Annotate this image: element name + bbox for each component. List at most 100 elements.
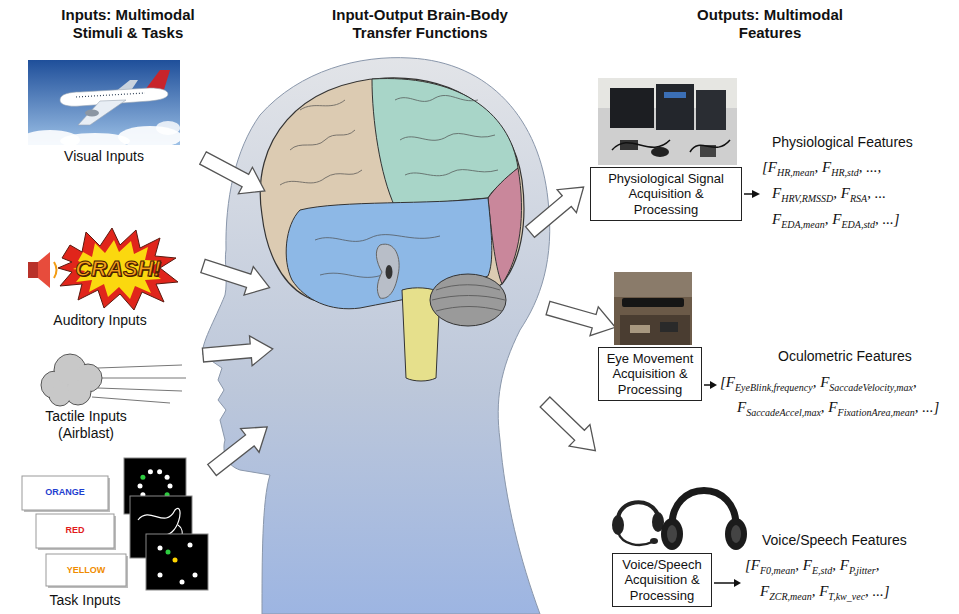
cloud-puff <box>66 380 90 404</box>
photo-wall <box>614 272 692 297</box>
feature-subscript: P,jitter <box>849 565 876 576</box>
feature-vector-line: [FEyeBlink,frequency, FSaccadeVelocity,m… <box>720 372 917 398</box>
feature-symbol: , ...] <box>875 211 900 227</box>
airplane-image <box>20 60 182 150</box>
feature-symbol: , F <box>821 399 838 415</box>
feature-vector-line: FZCR,mean, FT,kw_vec, ...] <box>760 581 890 607</box>
input-caption: Tactile Inputs (Airblast) <box>31 408 141 442</box>
feature-symbol: [F <box>745 557 760 573</box>
column-heading: Outputs: Multimodal Features <box>670 6 870 42</box>
feature-vector-line: [FHR,mean, FHR,std, ..., <box>762 157 881 183</box>
bench <box>598 78 737 165</box>
fold <box>436 307 502 312</box>
gyrus <box>320 273 385 277</box>
dot <box>165 475 170 480</box>
dot <box>138 484 143 489</box>
object <box>630 325 650 333</box>
headband <box>672 491 736 529</box>
feature-vector-line: FEDA,mean, FEDA,std, ...] <box>772 209 900 235</box>
input-caption: Visual Inputs <box>44 148 164 165</box>
output-arrow <box>544 294 620 342</box>
feature-arrow <box>714 582 735 584</box>
feature-symbol: , ... <box>867 185 886 201</box>
feature-subscript: SaccadeAccel,max <box>746 407 821 418</box>
ear <box>376 244 399 298</box>
feature-symbol: , ...] <box>865 583 890 599</box>
desk <box>620 315 690 345</box>
feature-subscript: T,kw_vec <box>828 591 865 602</box>
headband <box>618 502 658 520</box>
object <box>660 322 678 332</box>
dot <box>166 550 171 555</box>
dot <box>168 484 173 489</box>
ear-canal <box>386 265 393 279</box>
column-heading: Input-Output Brain-Body Transfer Functio… <box>315 6 525 42</box>
speaker <box>38 252 50 288</box>
stroop-card <box>36 514 114 548</box>
gyrus <box>400 133 495 140</box>
gyrus <box>395 95 478 101</box>
cable <box>690 140 730 152</box>
feature-subscript: EDA,std <box>841 219 875 230</box>
gyrus <box>405 170 498 176</box>
stroop-word: YELLOW <box>47 565 125 576</box>
feature-subscript: EDA,mean <box>781 219 825 230</box>
box-label: Voice/Speech Acquisition & Processing <box>617 557 707 603</box>
air-line <box>92 397 170 403</box>
device <box>656 84 694 130</box>
cerebellum <box>430 274 506 326</box>
feature-symbol: , F <box>832 557 849 573</box>
device <box>610 88 654 128</box>
wing <box>78 100 126 125</box>
feature-symbol: , F <box>795 557 812 573</box>
feature-subscript: RSA <box>850 193 867 204</box>
feature-subscript: EyeBlink,frequency <box>735 382 813 393</box>
feature-vector-line: [FF0,mean, FE,std, FP,jitter, <box>745 555 879 581</box>
device-label <box>664 92 686 98</box>
air-line <box>98 365 182 368</box>
dot <box>157 469 162 474</box>
feature-title: Physiological Features <box>772 134 913 151</box>
gyrus <box>300 100 345 110</box>
head-illustration <box>203 58 550 614</box>
input-arrow <box>202 334 274 370</box>
ear-cup-detail <box>667 525 677 543</box>
feature-symbol: , F <box>815 159 832 175</box>
device <box>696 90 726 130</box>
fold <box>436 285 500 290</box>
feature-subscript: E,std <box>812 565 832 576</box>
mic-boom <box>618 532 652 545</box>
input-arrow <box>198 252 274 302</box>
feature-subscript: HR,std <box>831 167 859 178</box>
cable <box>612 140 670 150</box>
sound-word: CRASH! <box>68 256 168 282</box>
dot <box>158 546 163 551</box>
feature-vector-line: FHRV,RMSSD, FRSA, ... <box>772 183 886 209</box>
feature-subscript: SaccadeVelocity,max <box>829 382 913 393</box>
ear-cup <box>725 518 747 550</box>
column-heading: Inputs: Multimodal Stimuli & Tasks <box>36 6 220 42</box>
output-arrow <box>535 391 606 461</box>
flow-arrows <box>196 145 619 482</box>
sound-wave <box>54 262 57 278</box>
sound-image <box>28 228 178 310</box>
task-screen <box>146 534 208 590</box>
feature-symbol: , F <box>813 374 830 390</box>
gyrus <box>280 170 362 185</box>
feature-arrow <box>704 384 711 386</box>
dot <box>173 558 178 563</box>
feature-subscript: ZCR,mean <box>769 591 812 602</box>
headset-image <box>612 491 747 551</box>
feature-symbol: F <box>737 399 746 415</box>
feature-symbol: F <box>772 185 781 201</box>
feature-subscript: HRV,RMSSD <box>781 193 833 204</box>
sensor <box>620 140 638 150</box>
feature-symbol: F <box>772 211 781 227</box>
stroop-word: ORANGE <box>23 487 107 498</box>
arrowhead <box>734 579 741 587</box>
stroop-card <box>22 476 108 510</box>
airblast-image <box>41 354 186 406</box>
sensor <box>651 147 669 157</box>
stroop-word: RED <box>37 525 113 536</box>
dot <box>180 580 185 585</box>
